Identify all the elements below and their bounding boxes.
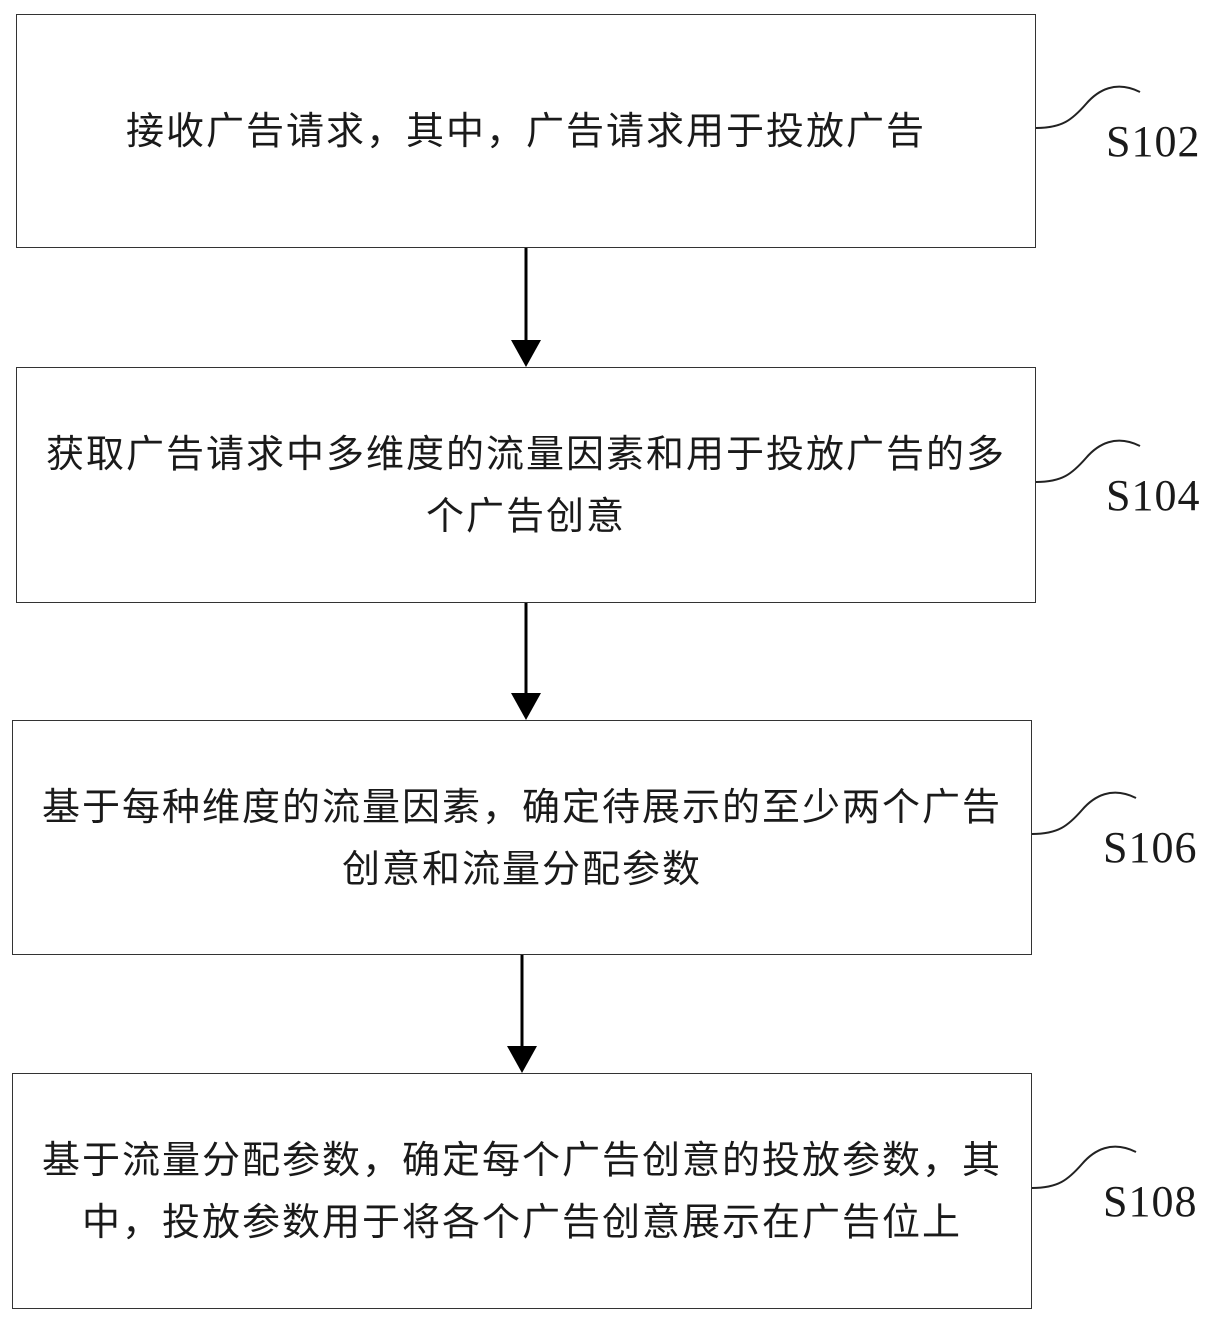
flow-arrow-3 <box>507 955 537 1073</box>
step-label-s106: S106 <box>1103 823 1198 872</box>
step-label-s102: S102 <box>1106 117 1201 166</box>
step-text-s106: 基于每种维度的流量因素，确定待展示的至少两个广告创意和流量分配参数 <box>41 784 1002 891</box>
step-text-s102: 接收广告请求，其中，广告请求用于投放广告 <box>125 109 926 153</box>
step-box-s108: 基于流量分配参数，确定每个广告创意的投放参数，其中，投放参数用于将各个广告创意展… <box>12 1073 1032 1309</box>
step-text-s108: 基于流量分配参数，确定每个广告创意的投放参数，其中，投放参数用于将各个广告创意展… <box>41 1138 1002 1244</box>
step-text-s104: 获取广告请求中多维度的流量因素和用于投放广告的多个广告创意 <box>45 432 1006 538</box>
step-box-s104: 获取广告请求中多维度的流量因素和用于投放广告的多个广告创意 <box>16 367 1036 603</box>
step-label-s108: S108 <box>1103 1177 1198 1226</box>
flow-arrow-2 <box>511 603 541 720</box>
step-box-s102: 接收广告请求，其中，广告请求用于投放广告 <box>16 14 1036 248</box>
step-label-s104: S104 <box>1106 471 1201 520</box>
flow-arrow-1 <box>511 248 541 367</box>
step-box-s106: 基于每种维度的流量因素，确定待展示的至少两个广告创意和流量分配参数 <box>12 720 1032 955</box>
